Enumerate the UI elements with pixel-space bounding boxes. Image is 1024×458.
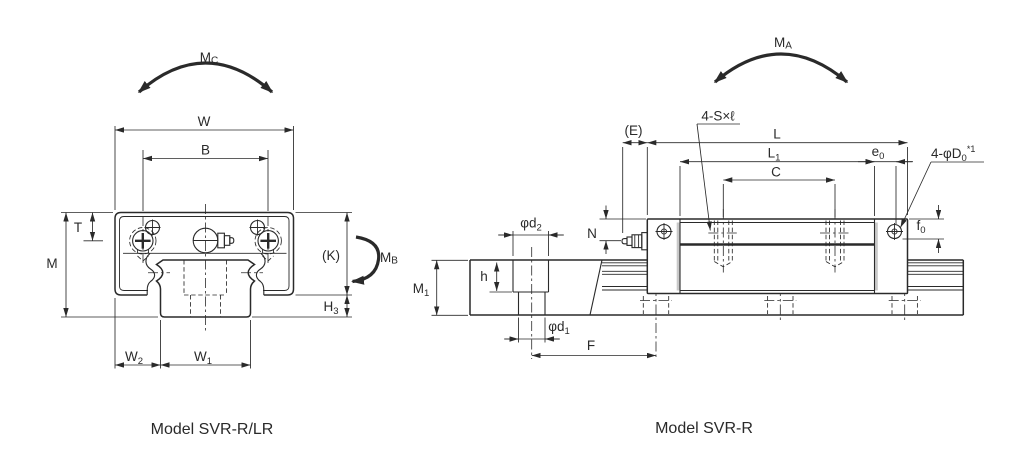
label-n: N (587, 226, 597, 241)
label-mc: MC (200, 50, 218, 67)
block-side-view (646, 209, 909, 295)
rail-profile (155, 259, 256, 318)
moment-mb-arrow-icon (351, 235, 381, 285)
label-m: M (46, 256, 57, 271)
label-h3: H3 (323, 299, 338, 317)
block-end-outline (114, 211, 295, 296)
moment-mc-arrow-icon (137, 61, 274, 94)
moment-ma-arrow-icon (713, 52, 849, 84)
label-4d0: 4-φD0*1 (931, 144, 975, 164)
grease-nipple-front-icon (192, 227, 235, 254)
label-d1: φd1 (548, 319, 570, 337)
label-f: F (587, 338, 595, 353)
label-4sl: 4-S×ℓ (701, 109, 735, 124)
endcap-screw-right-icon (886, 223, 903, 240)
endplate-hole-right-icon (249, 219, 266, 236)
label-ma: MA (774, 35, 792, 52)
label-w1: W1 (194, 349, 212, 367)
label-c: C (771, 165, 781, 180)
block-channel-right (255, 253, 266, 295)
block-channel-left (145, 253, 156, 295)
label-k: (K) (322, 248, 340, 263)
block-seal-contour (119, 216, 290, 291)
label-b: B (201, 143, 210, 158)
endcap-screw-left-icon (655, 223, 673, 240)
label-t: T (74, 220, 82, 235)
caption-right-model: Model SVR-R (655, 420, 753, 437)
endplate-hole-left-icon (144, 219, 161, 236)
label-e: (E) (625, 123, 643, 138)
label-h: h (480, 269, 488, 284)
caption-left-model: Model SVR-R/LR (151, 421, 274, 438)
label-l: L (773, 127, 781, 142)
label-w: W (198, 114, 211, 129)
label-mb: MB (380, 250, 398, 267)
label-l1: L1 (768, 146, 781, 164)
left-view-drawing: MC W B T M (K) H3 MB W2 W1 Model SVR-R/L… (46, 50, 398, 438)
grease-nipple-side-icon (621, 232, 648, 251)
label-m1: M1 (413, 281, 430, 299)
label-f0: f0 (916, 218, 925, 236)
rail-side-view (469, 259, 965, 316)
label-w2: W2 (125, 349, 143, 367)
label-d2: φd2 (520, 216, 542, 234)
label-e0: e0 (872, 144, 885, 162)
right-view-drawing: MA (E) L L1 e0 C 4-S×ℓ 4-φD0*1 N f0 φd2 … (413, 35, 984, 437)
